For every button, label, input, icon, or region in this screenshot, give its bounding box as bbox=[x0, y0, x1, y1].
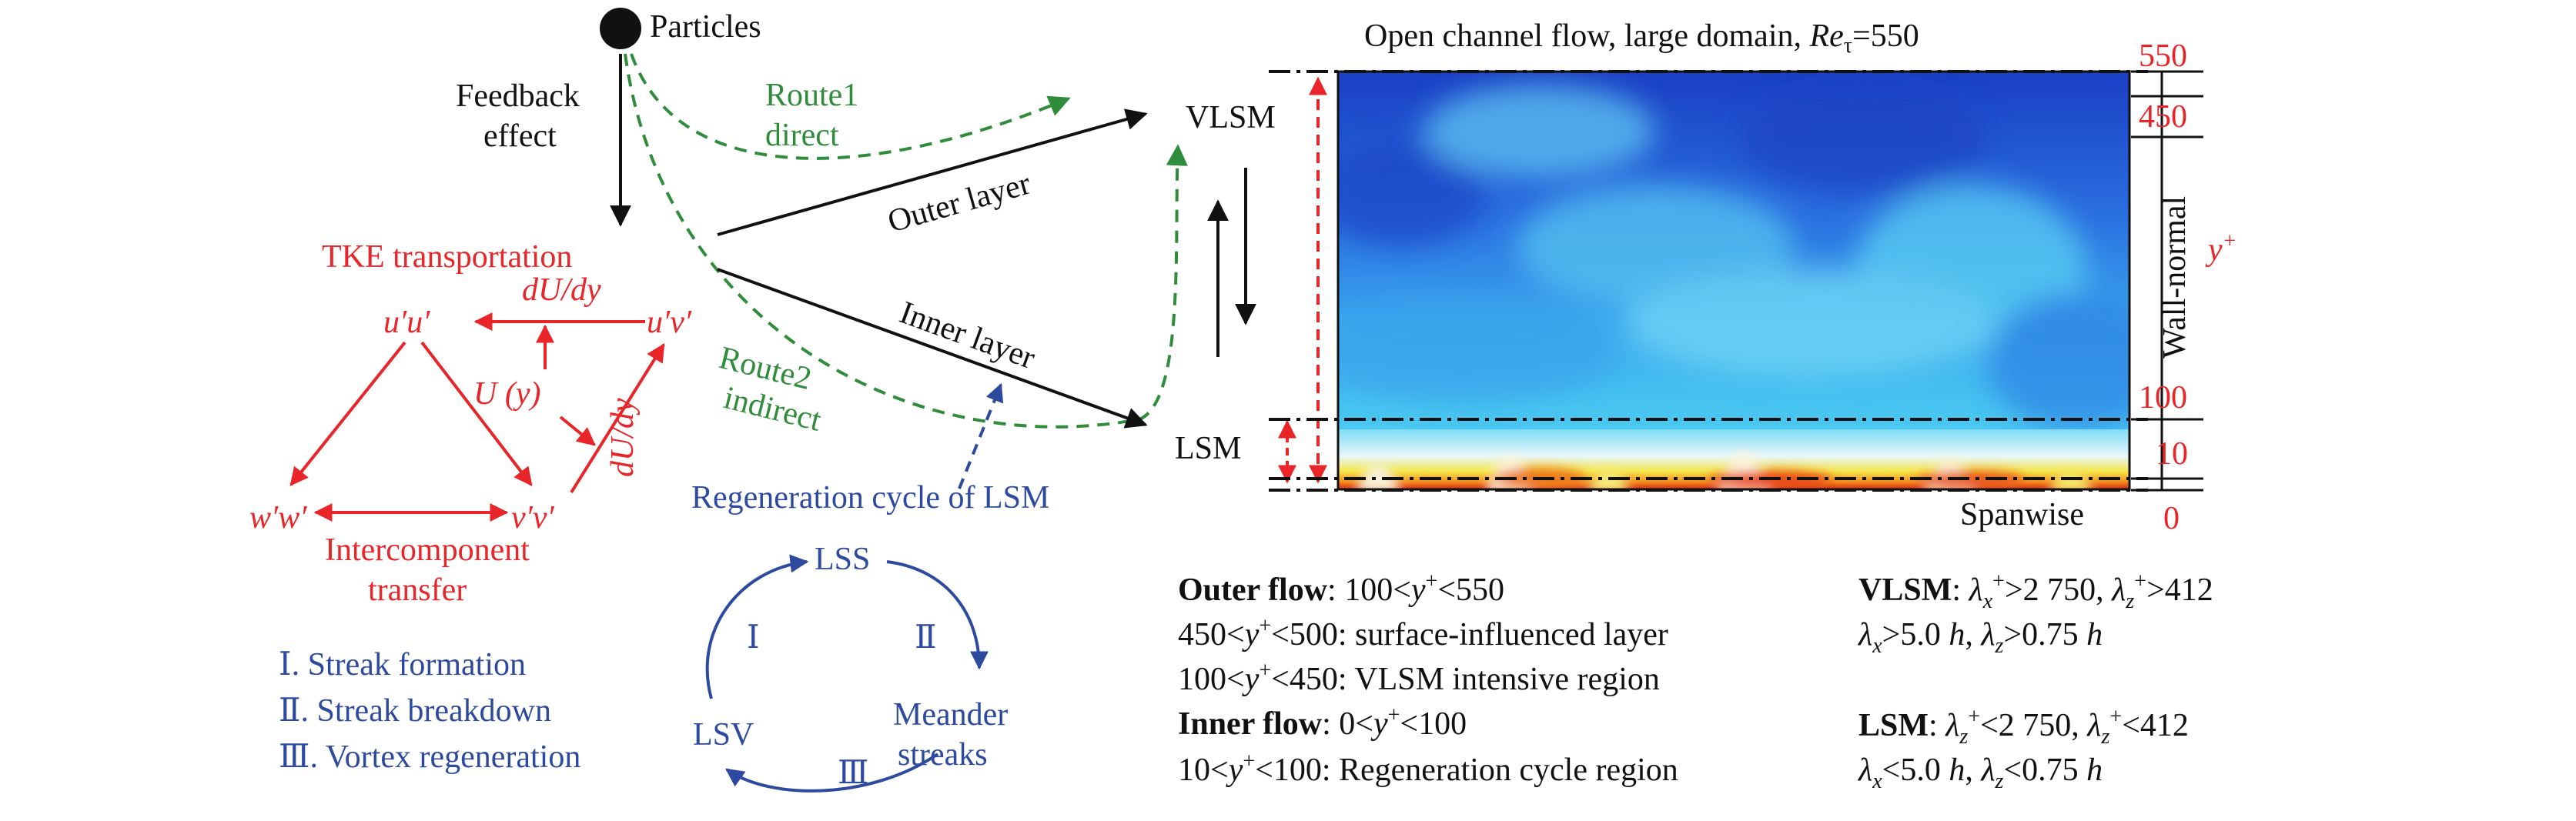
outer-layer-arrow bbox=[717, 108, 1148, 236]
note-lsm-criteria: LSM: λz+<2 750, λz+<412 bbox=[1858, 705, 2189, 749]
tick-100: 100 bbox=[2139, 380, 2187, 416]
cycle-meander-2: streaks bbox=[898, 737, 988, 773]
cycle-roman-3: Ⅲ bbox=[838, 756, 869, 791]
note-lsm-criteria-2: λx<5.0 h, λz<0.75 h bbox=[1857, 753, 2103, 793]
note-surface-layer: 450<y+<500: surface-influenced layer bbox=[1178, 614, 1668, 652]
note-outer-flow: Outer flow: 100<y+<550 bbox=[1178, 569, 1504, 608]
note-vlsm-criteria-2: λx>5.0 h, λz>0.75 h bbox=[1857, 617, 2103, 658]
ww-label: w′w′ bbox=[249, 500, 307, 536]
inner-layer-label: Inner layer bbox=[895, 295, 1040, 376]
outer-layer-label: Outer layer bbox=[884, 166, 1034, 240]
vlsm-label: VLSM bbox=[1186, 100, 1276, 135]
cycle-lsv: LSV bbox=[693, 717, 754, 753]
note-vlsm-criteria: VLSM: λx+>2 750, λz+>412 bbox=[1858, 569, 2213, 613]
uu-to-ww-arrow bbox=[289, 341, 406, 486]
route1-arrow bbox=[630, 53, 1071, 160]
intercomponent-label-2: transfer bbox=[368, 572, 467, 608]
uy-down-arrow bbox=[559, 416, 596, 446]
legend-vortex-regeneration: Ⅲ. Vortex regeneration bbox=[279, 739, 580, 775]
intercomponent-label: Intercomponent bbox=[325, 532, 530, 568]
route1-label-2: direct bbox=[765, 118, 839, 153]
cycle-lss: LSS bbox=[815, 542, 870, 577]
particles-dot bbox=[600, 8, 641, 49]
flow-field-image bbox=[1338, 72, 2129, 489]
route1-label: Route1 bbox=[765, 78, 858, 113]
cycle-arrow-lss-to-meander bbox=[886, 560, 989, 670]
particles-label: Particles bbox=[650, 9, 761, 45]
uy-label: U (y) bbox=[473, 376, 540, 412]
uu-to-vv-arrow bbox=[420, 341, 533, 486]
lsm-label: LSM bbox=[1175, 431, 1241, 466]
tke-title: TKE transportation bbox=[322, 239, 572, 275]
legend-streak-formation: Ⅰ. Streak formation bbox=[279, 647, 526, 682]
route2-label-2: indirect bbox=[721, 380, 825, 439]
feedback-label-2: effect bbox=[483, 118, 557, 154]
cycle-arrow-meander-to-lsv bbox=[725, 753, 939, 793]
tick-10: 10 bbox=[2156, 436, 2188, 472]
route2-arrow bbox=[624, 53, 1188, 429]
cycle-roman-2: Ⅱ bbox=[915, 620, 937, 656]
vv-to-uv-arrow bbox=[570, 342, 665, 494]
tick-550: 550 bbox=[2139, 38, 2187, 74]
cycle-arrow-lsv-to-lss bbox=[705, 554, 809, 699]
wall-normal-axis bbox=[2131, 70, 2203, 492]
tick-0: 0 bbox=[2163, 501, 2180, 536]
regeneration-label: Regeneration cycle of LSM bbox=[691, 480, 1049, 516]
cycle-roman-1: Ⅰ bbox=[747, 620, 760, 656]
uv-label: u′v′ bbox=[647, 305, 692, 340]
dudy-top-label: dU/dy bbox=[522, 272, 601, 308]
yplus-label: y+ bbox=[2205, 229, 2237, 268]
note-inner-flow: Inner flow: 0<y+<100 bbox=[1178, 703, 1467, 742]
feedback-label: Feedback bbox=[456, 78, 580, 114]
tick-450: 450 bbox=[2139, 99, 2187, 135]
inner-layer-arrow bbox=[717, 268, 1148, 429]
spanwise-label: Spanwise bbox=[1960, 497, 2084, 532]
panel-title: Open channel flow, large domain, Reτ=550 bbox=[1364, 18, 1919, 58]
uu-label: u′u′ bbox=[383, 305, 430, 340]
vv-label: v′v′ bbox=[511, 500, 554, 536]
regeneration-pointer-arrow bbox=[958, 382, 1004, 489]
legend-streak-breakdown: Ⅱ. Streak breakdown bbox=[279, 693, 551, 729]
cycle-meander: Meander bbox=[893, 697, 1008, 733]
wall-normal-label: Wall-normal bbox=[2157, 196, 2193, 359]
note-regeneration-region: 10<y+<100: Regeneration cycle region bbox=[1178, 749, 1678, 788]
note-vlsm-region: 100<y+<450: VLSM intensive region bbox=[1178, 659, 1660, 697]
